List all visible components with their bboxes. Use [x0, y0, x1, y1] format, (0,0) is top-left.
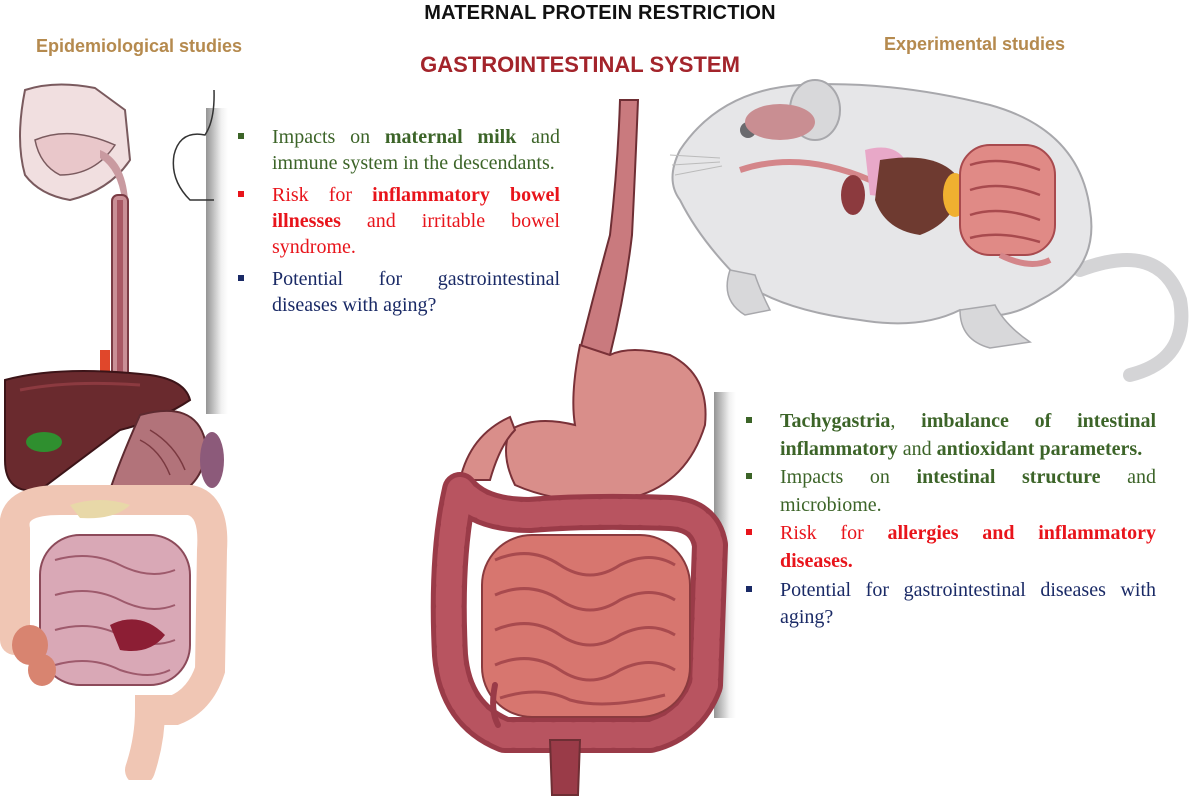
- finding-text: Potential for gastrointestinal diseases …: [780, 578, 1156, 629]
- finding-text: and microbiome.: [780, 466, 1156, 516]
- bullet-square-icon: [746, 585, 752, 592]
- epidemiological-studies-heading: Epidemiological studies: [36, 36, 243, 56]
- throat-shape: [100, 150, 128, 200]
- spleen-shape: [200, 432, 224, 488]
- experimental-studies-heading: Experimental studies: [884, 34, 1066, 54]
- esophagus-shape: [578, 99, 640, 357]
- rat-tail: [1073, 253, 1189, 382]
- rat-hind-foot: [959, 304, 1033, 349]
- main-title: MATERNAL PROTEIN RESTRICTION: [424, 2, 776, 24]
- finding-item: Potential for gastrointestinal diseases …: [746, 577, 1156, 632]
- bullet-square-icon: [746, 529, 752, 536]
- rectum-shape: [548, 739, 582, 796]
- small-intestine-shape: [39, 534, 191, 686]
- head-outline: [172, 89, 215, 201]
- finding-text: and irritable bowel syndrome.: [272, 210, 560, 258]
- bullet-square-icon: [238, 191, 244, 197]
- gastrointestinal-tract-illustration: [430, 99, 728, 796]
- tongue-shape: [34, 132, 117, 176]
- aorta-shape: [100, 350, 110, 390]
- bullet-square-icon: [238, 133, 244, 139]
- small-intestine-shape: [481, 534, 691, 718]
- finding-item: Potential for gastrointestinal diseases …: [238, 266, 560, 318]
- finding-text: Impacts on: [780, 466, 917, 489]
- finding-item: Risk for inflammatory bowel illnesses an…: [238, 182, 560, 260]
- finding-highlight: maternal milk: [384, 126, 517, 148]
- finding-text: and: [897, 437, 937, 460]
- appendix-shape: [490, 682, 501, 728]
- bullet-square-icon: [746, 417, 752, 423]
- rat-anatomy-illustration: [669, 79, 1189, 382]
- human-digestive-system-illustration: [0, 83, 228, 780]
- finding-text: Risk for: [780, 522, 888, 545]
- experimental-findings-list: Tachygastria, imbalance of intestinal in…: [746, 408, 1156, 633]
- rat-liver: [875, 157, 960, 235]
- finding-highlight: antioxidant parameters.: [936, 437, 1143, 460]
- rat-brain: [745, 104, 815, 140]
- rat-esophagus: [739, 159, 872, 183]
- left-panel-shadow: [206, 108, 228, 414]
- finding-text: ,: [890, 410, 922, 432]
- large-intestine-shape: [0, 485, 228, 780]
- rat-front-foot: [726, 269, 772, 316]
- finding-highlight: intestinal structure: [916, 466, 1101, 489]
- finding-item: Impacts on maternal milk and immune syst…: [238, 124, 560, 176]
- finding-item: Risk for allergies and inflammatory dise…: [746, 520, 1156, 575]
- finding-highlight: inflammatory bowel illnesses: [272, 184, 560, 232]
- finding-highlight: Tachygastria: [780, 410, 891, 432]
- finding-highlight: imbalance of intestinal inflammatory: [780, 410, 1156, 460]
- pancreas-shape: [70, 500, 130, 519]
- finding-text: Risk for: [272, 184, 373, 206]
- finding-text: Impacts on: [272, 126, 385, 148]
- gastrointestinal-system-title: GASTROINTESTINAL SYSTEM: [420, 52, 740, 77]
- gallbladder-shape: [26, 432, 62, 452]
- finding-text: Potential for gastrointestinal diseases …: [272, 268, 560, 316]
- finding-highlight: allergies and inflammatory diseases.: [780, 522, 1156, 572]
- epidemiological-findings-list: Impacts on maternal milk and immune syst…: [238, 124, 560, 324]
- finding-item: Tachygastria, imbalance of intestinal in…: [746, 408, 1156, 463]
- finding-item: Impacts on intestinal structure and micr…: [746, 464, 1156, 519]
- finding-text: and immune system in the descendants.: [272, 126, 560, 174]
- bullet-square-icon: [238, 275, 244, 281]
- rat-heart: [841, 175, 865, 215]
- bullet-square-icon: [746, 473, 752, 480]
- rat-intestines: [959, 144, 1056, 256]
